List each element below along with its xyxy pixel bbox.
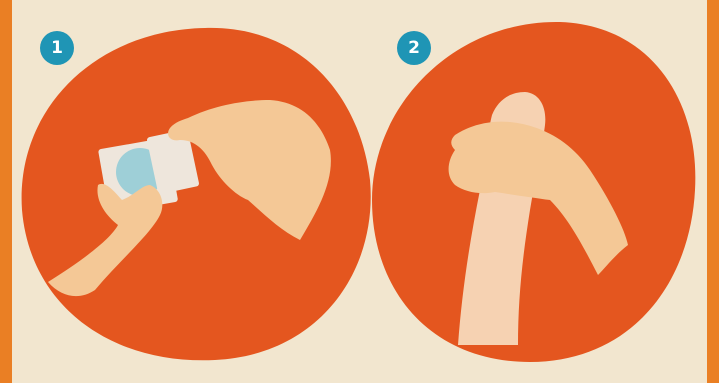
orange-frame [0, 0, 719, 383]
